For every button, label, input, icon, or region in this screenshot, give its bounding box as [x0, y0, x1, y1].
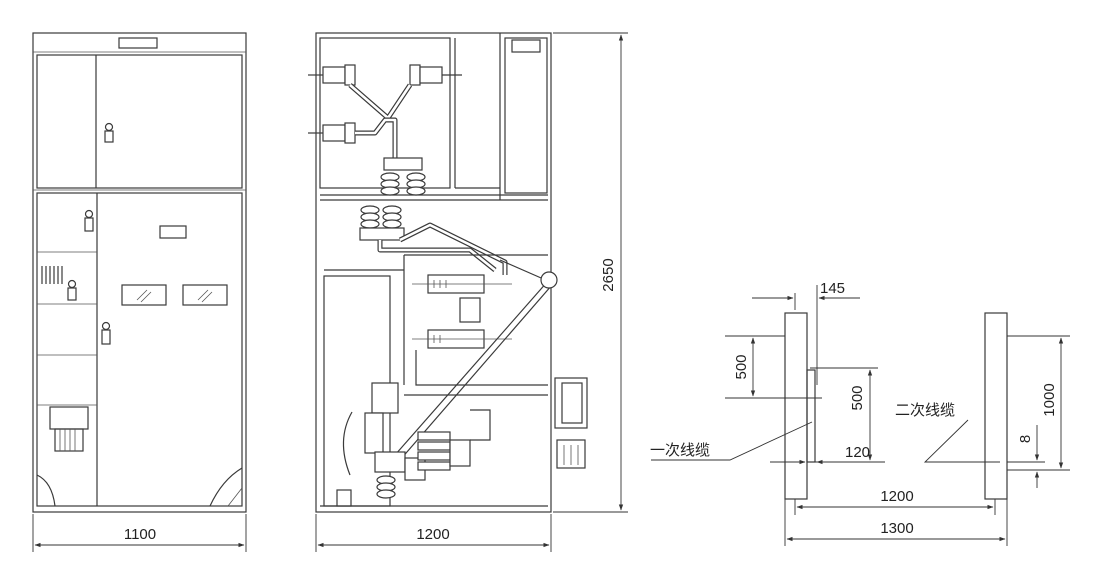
dim-1000-label: 1000	[1041, 383, 1058, 416]
insulator-stack	[380, 157, 426, 196]
insulator-stack	[417, 409, 491, 471]
door-hinge-curve	[209, 467, 243, 507]
cable-termination	[374, 451, 426, 499]
door-hinge-curve	[36, 474, 56, 507]
secondary-cable-leader	[923, 419, 1000, 463]
viewing-window-icon	[182, 284, 228, 306]
current-transformer	[427, 274, 485, 349]
terminal-block-icon	[49, 406, 89, 452]
front-nameplate	[118, 37, 158, 49]
viewing-window-icon	[121, 284, 167, 306]
lock-icon	[67, 279, 77, 301]
side-view: 2650 1200	[308, 32, 628, 552]
insulator-stack	[359, 205, 405, 241]
busbar-contact	[308, 64, 356, 86]
dim-1300-label: 1300	[880, 520, 913, 537]
dim-145-label: 145	[820, 280, 845, 297]
operating-rod	[394, 259, 558, 461]
front-indicator-panel	[159, 225, 187, 239]
earthing-switch	[336, 382, 399, 507]
busbar-contact	[409, 64, 462, 86]
lock-icon	[101, 321, 111, 345]
primary-cable-leader	[651, 421, 813, 461]
secondary-cable-label: 二次线缆	[895, 401, 955, 419]
front-width-label: 1100	[124, 526, 156, 543]
lock-icon	[104, 122, 114, 143]
dim-8-label: 8	[1017, 435, 1034, 443]
front-upper-door	[36, 54, 243, 189]
lv-compartment	[504, 37, 548, 194]
primary-cable-label: 一次线缆	[650, 441, 710, 459]
side-width-label: 1200	[416, 526, 449, 543]
side-height-label: 2650	[600, 258, 617, 291]
dim-120-label: 120	[845, 444, 870, 461]
vent-grille-icon	[41, 266, 63, 284]
front-view: 1100	[32, 32, 247, 552]
dim-1200-label: 1200	[880, 488, 913, 505]
left-base-channel	[784, 312, 808, 500]
lock-icon	[84, 209, 94, 232]
dim-500-inner-label: 500	[849, 385, 866, 410]
lv-terminal-box	[554, 377, 588, 469]
dim-500-left-label: 500	[733, 354, 750, 379]
front-lower-door	[36, 192, 243, 507]
primary-cable-opening	[806, 369, 816, 463]
busbar-contact	[308, 122, 356, 144]
cable-plan: 145 500 500 120 1000 8 二次线缆 一次线缆	[650, 280, 1070, 546]
right-base-channel	[984, 312, 1008, 500]
front-cabinet-outline	[32, 32, 247, 513]
